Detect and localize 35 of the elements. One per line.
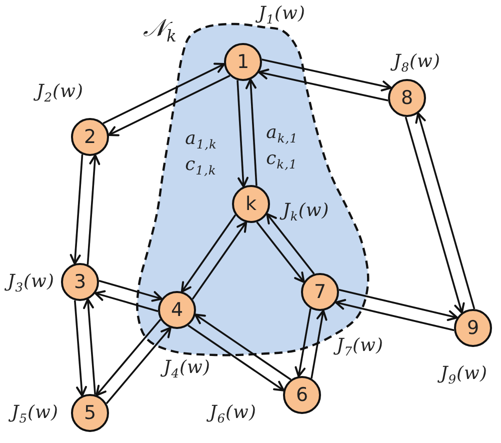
arrow	[256, 222, 305, 283]
arrow	[310, 310, 328, 379]
arrow	[258, 68, 388, 102]
arrow	[94, 290, 158, 312]
arrow	[262, 58, 392, 92]
edge-label: a$_{1,k}$ c$_{1,k}$	[185, 127, 217, 178]
arrow	[245, 78, 258, 186]
arrow	[194, 314, 292, 380]
arrow	[83, 298, 96, 395]
arrow	[404, 116, 465, 314]
arrow	[192, 221, 248, 300]
region-label: 𝒩$_{k}$	[143, 14, 177, 43]
arrow	[74, 300, 87, 397]
node-circle: 6	[283, 376, 321, 414]
arrow	[106, 326, 172, 404]
arrow	[98, 280, 163, 302]
arrow	[338, 288, 458, 322]
arrow	[70, 154, 84, 265]
arrow	[188, 324, 285, 392]
arrow	[102, 62, 226, 124]
edge-label: a$_{k,1}$ c$_{k,1}$	[266, 121, 298, 172]
arrow	[334, 298, 454, 332]
node-circle: 9	[454, 309, 492, 347]
arrow	[294, 308, 312, 378]
arrow	[236, 80, 249, 188]
arrow	[415, 112, 476, 310]
node-circle: 3	[61, 263, 99, 301]
node-circle: 5	[71, 394, 109, 432]
arrow	[180, 214, 236, 293]
node-circle: 2	[71, 118, 109, 156]
arrow	[86, 154, 100, 265]
arrow	[266, 213, 315, 274]
arrow	[96, 318, 162, 396]
node-circle: 8	[388, 79, 426, 117]
arrow	[108, 74, 230, 136]
